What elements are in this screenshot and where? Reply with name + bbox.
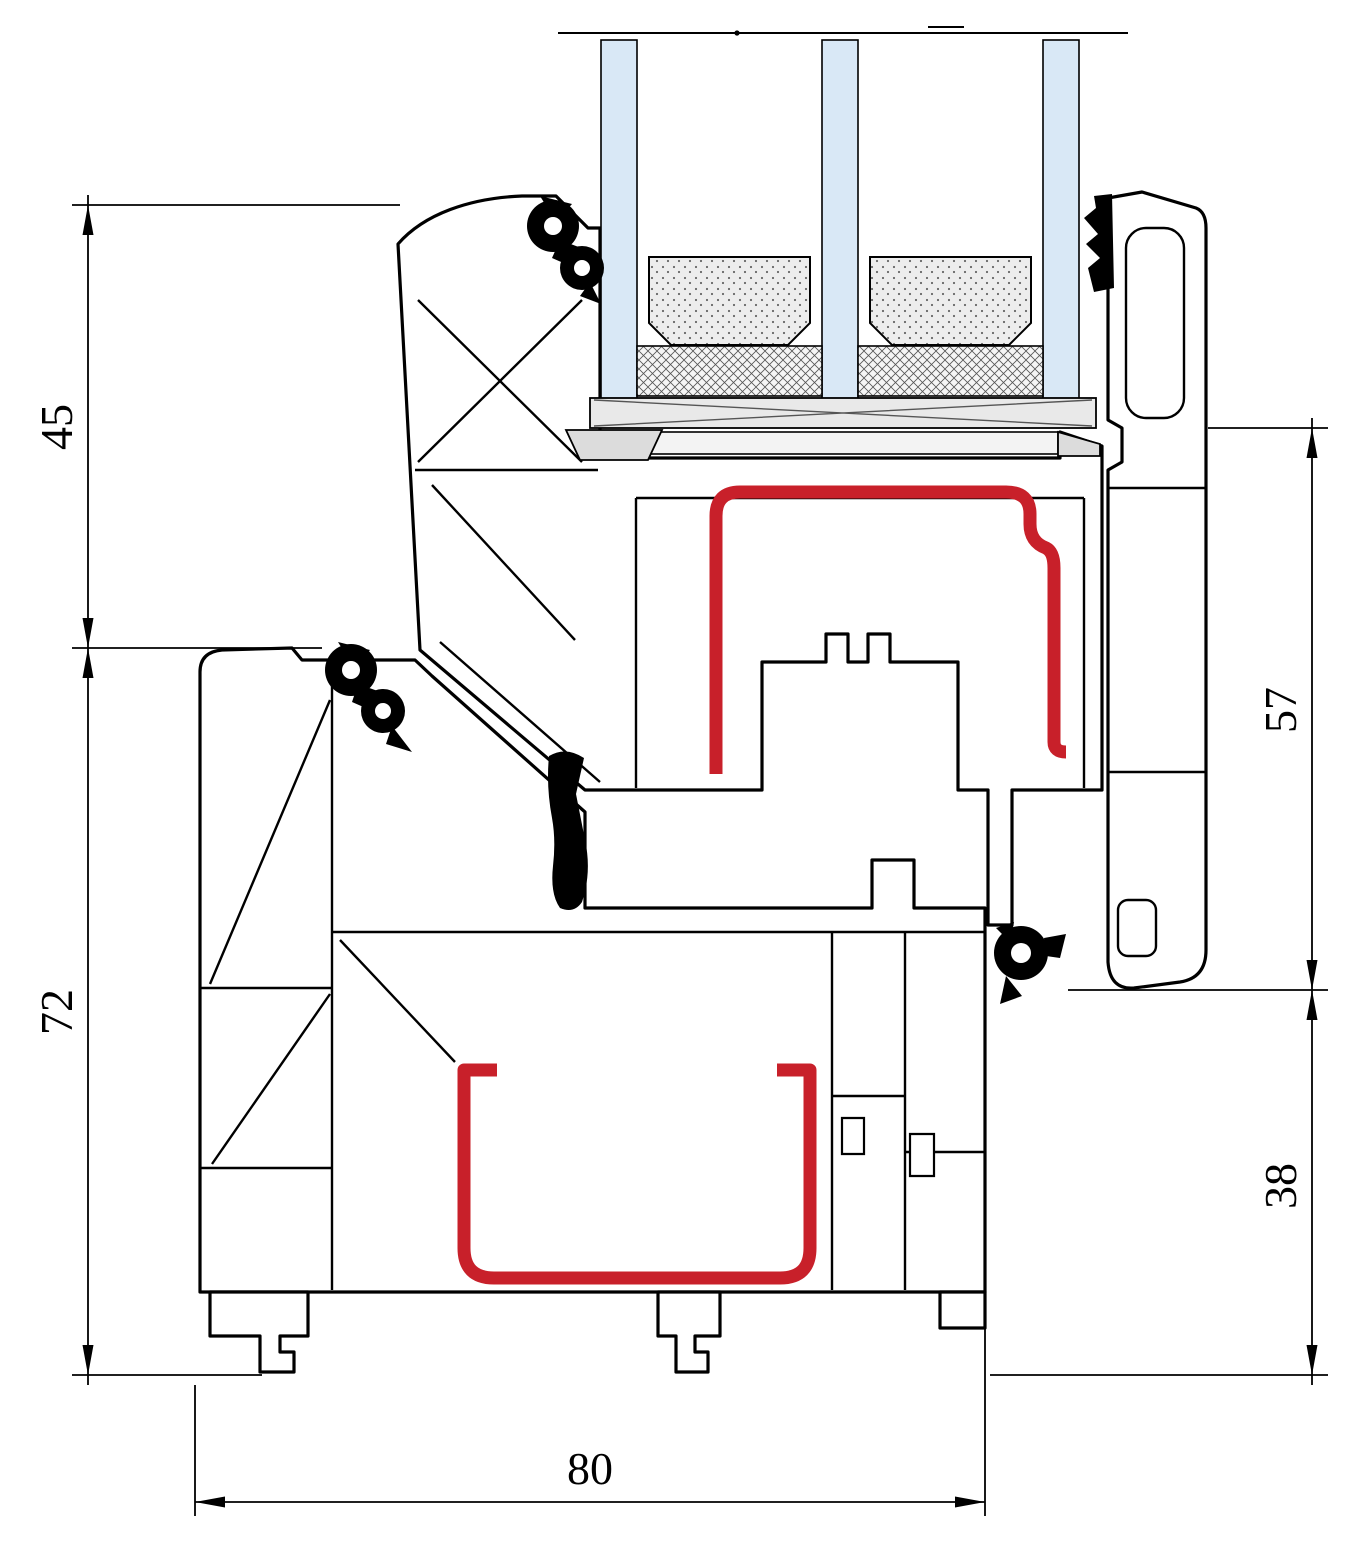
dimension-label-38: 38 [1255, 1163, 1306, 1209]
gasket-fin [996, 922, 1014, 942]
gasket-hollow [342, 661, 360, 679]
sash-profile [396, 194, 1104, 927]
glazing-unit [564, 39, 1101, 461]
extension-lines [72, 204, 1328, 1516]
gasket-hollow [574, 260, 590, 276]
butyl-seal-left [636, 345, 823, 397]
glazing-packer-right [1057, 430, 1101, 457]
glazing-bridge-cross [593, 399, 1093, 427]
outer-jamb-profile [1106, 190, 1208, 990]
frame-internal-webs [200, 662, 985, 1290]
gasket-hollow [375, 703, 391, 719]
gasket-rebate-seal [994, 922, 1066, 1004]
gasket-fin [540, 196, 572, 222]
gasket-fin [386, 726, 412, 752]
dimension-label-45: 45 [31, 404, 82, 450]
frame-outline [198, 646, 987, 1294]
gasket-hollow [544, 217, 562, 235]
gasket-fin [1044, 934, 1066, 958]
frame-profile [198, 646, 987, 1374]
glass-pane-middle [821, 39, 859, 401]
gaskets [325, 194, 1114, 1004]
gasket-center-seal [548, 751, 588, 910]
frame-foot-middle [656, 1290, 722, 1374]
steel-reinforcement-sash [709, 485, 1067, 774]
jamb-lower-chamber [1116, 898, 1158, 958]
gasket-hollow [1011, 943, 1031, 963]
dimension-lines [87, 195, 1313, 1503]
dimension-label-57: 57 [1255, 687, 1306, 733]
glazing-packer-left [564, 429, 664, 461]
dimension-label-72: 72 [31, 989, 82, 1035]
jamb-outline [1106, 190, 1208, 990]
setting-strip [599, 431, 1059, 455]
spacer-bar-right [869, 256, 1032, 346]
butyl-seal-right [857, 345, 1044, 397]
gasket-fin [580, 282, 601, 304]
glass-pane-outer [600, 39, 638, 401]
jamb-internal-webs [1108, 486, 1206, 774]
frame-foot-right [938, 1290, 987, 1330]
gasket-fin [338, 642, 370, 668]
dimension-label-80: 80 [567, 1443, 613, 1494]
cut-mark-dot [734, 30, 740, 36]
frame-foot-left [208, 1290, 310, 1374]
glazing-cut-line [558, 26, 1128, 36]
spacer-bar-left [648, 256, 811, 346]
dimensions: 45 72 57 38 80 [31, 195, 1328, 1516]
gasket-frame-outer [325, 642, 412, 752]
steel-reinforcement-frame [457, 1063, 817, 1285]
gasket-glazing-inner [1084, 194, 1114, 292]
jamb-inner-chamber [1124, 226, 1186, 420]
glass-pane-inner [1042, 39, 1080, 401]
frame-screw-bosses [840, 1116, 936, 1178]
gasket-glazing-outer [527, 196, 604, 304]
gasket-fin [1000, 976, 1022, 1004]
